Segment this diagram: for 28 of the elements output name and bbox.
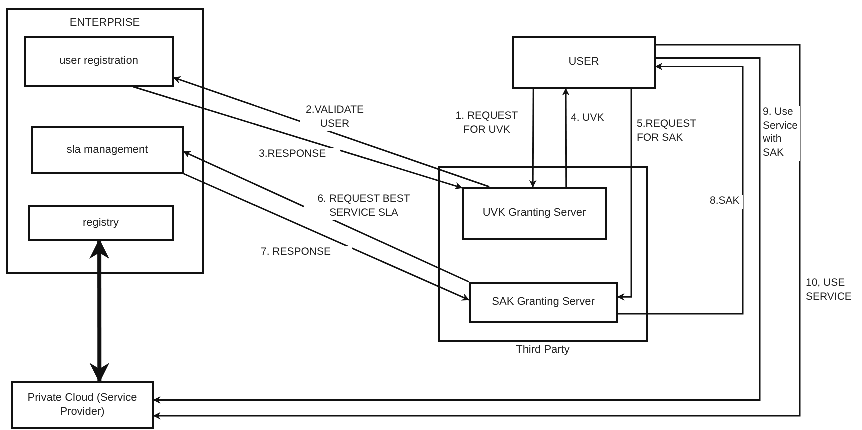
node-label: user registration	[60, 54, 138, 69]
arrow	[173, 76, 490, 188]
arrow	[90, 239, 110, 383]
process-box	[462, 187, 607, 240]
arrow	[133, 86, 463, 190]
node-label: SAK Granting Server	[492, 295, 595, 310]
edge-label: 9. Use Service with SAK	[762, 106, 800, 161]
group-title: Third Party	[515, 344, 571, 356]
process-box	[31, 126, 184, 174]
node-label: UVK Granting Server	[482, 206, 586, 221]
node-label: USER	[568, 55, 600, 70]
node-label: registry	[82, 216, 120, 230]
group-box	[512, 36, 656, 89]
arrow	[529, 89, 537, 188]
group-title: ENTERPRISE	[70, 16, 140, 30]
arrow	[184, 173, 470, 301]
process-box	[28, 205, 174, 241]
arrow	[562, 88, 570, 187]
arrow	[183, 151, 470, 283]
node-label: sla management	[66, 142, 148, 158]
group-box	[6, 8, 204, 274]
group-box	[11, 381, 154, 429]
process-box	[24, 36, 174, 87]
arrow	[617, 89, 632, 301]
edge-label: 8.SAK	[709, 195, 743, 209]
arrow	[618, 63, 744, 315]
process-box	[469, 282, 618, 323]
node-label: Private Cloud (Service Provider)	[28, 390, 138, 420]
